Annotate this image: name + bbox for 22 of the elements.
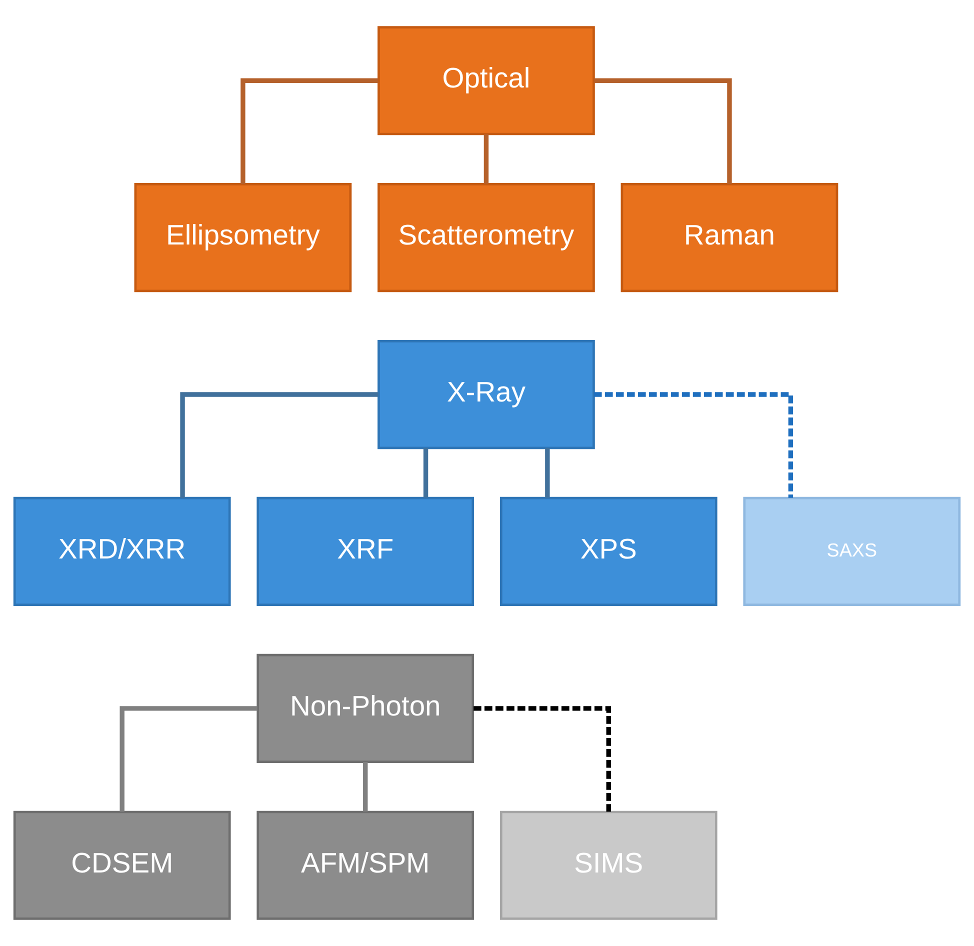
connector bbox=[545, 448, 550, 498]
connector bbox=[363, 762, 368, 812]
node-box: AFM/SPM bbox=[256, 810, 474, 920]
node-box: Scatterometry bbox=[378, 183, 595, 292]
node-box: XRF bbox=[256, 496, 474, 606]
node-box: Raman bbox=[620, 183, 838, 292]
node-box: CDSEM bbox=[13, 810, 231, 920]
connector bbox=[484, 134, 489, 184]
connector bbox=[240, 78, 378, 184]
connector bbox=[594, 78, 732, 184]
node-box: X-Ray bbox=[378, 340, 595, 450]
connector bbox=[423, 448, 428, 498]
connector bbox=[180, 392, 378, 498]
node-box: XRD/XRR bbox=[13, 496, 231, 606]
connector bbox=[594, 392, 794, 498]
node-box: XPS bbox=[500, 496, 718, 606]
node-box: SAXS bbox=[743, 496, 961, 606]
node-box: Ellipsometry bbox=[134, 183, 352, 292]
connector bbox=[473, 706, 611, 812]
node-box: Optical bbox=[378, 26, 595, 136]
node-box: Non-Photon bbox=[256, 654, 474, 763]
connector bbox=[120, 706, 258, 812]
